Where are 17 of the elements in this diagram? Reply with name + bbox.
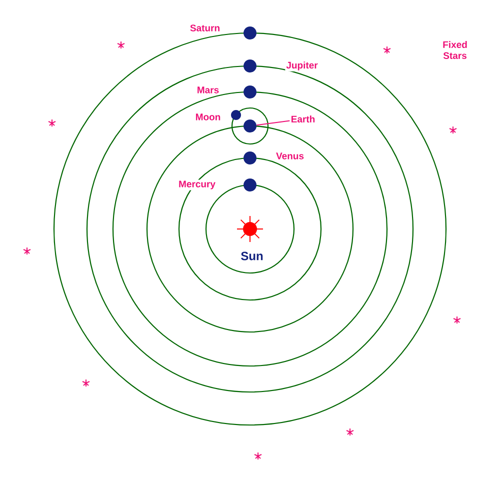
planet-dot: [244, 178, 256, 192]
planet-label: Mercury: [178, 180, 216, 190]
planet-label: Earth: [292, 116, 315, 122]
planet-dot: [244, 152, 256, 164]
planet-dot: [244, 26, 256, 40]
leader-line: [256, 120, 290, 126]
sun-label: Sun: [241, 252, 263, 260]
planet-dot: [244, 86, 256, 98]
planet-dot: [244, 60, 256, 72]
planet-label: Venus: [275, 152, 305, 160]
planet-label: Jupiter: [285, 60, 319, 72]
planet-label: Saturn: [188, 24, 222, 32]
moon-dot: [231, 110, 241, 120]
planet-label: Mars: [196, 86, 220, 94]
planet-dot: [244, 120, 256, 132]
planet-label: Moon: [194, 112, 222, 122]
fixed-stars-label: Fixed Stars: [443, 41, 467, 59]
